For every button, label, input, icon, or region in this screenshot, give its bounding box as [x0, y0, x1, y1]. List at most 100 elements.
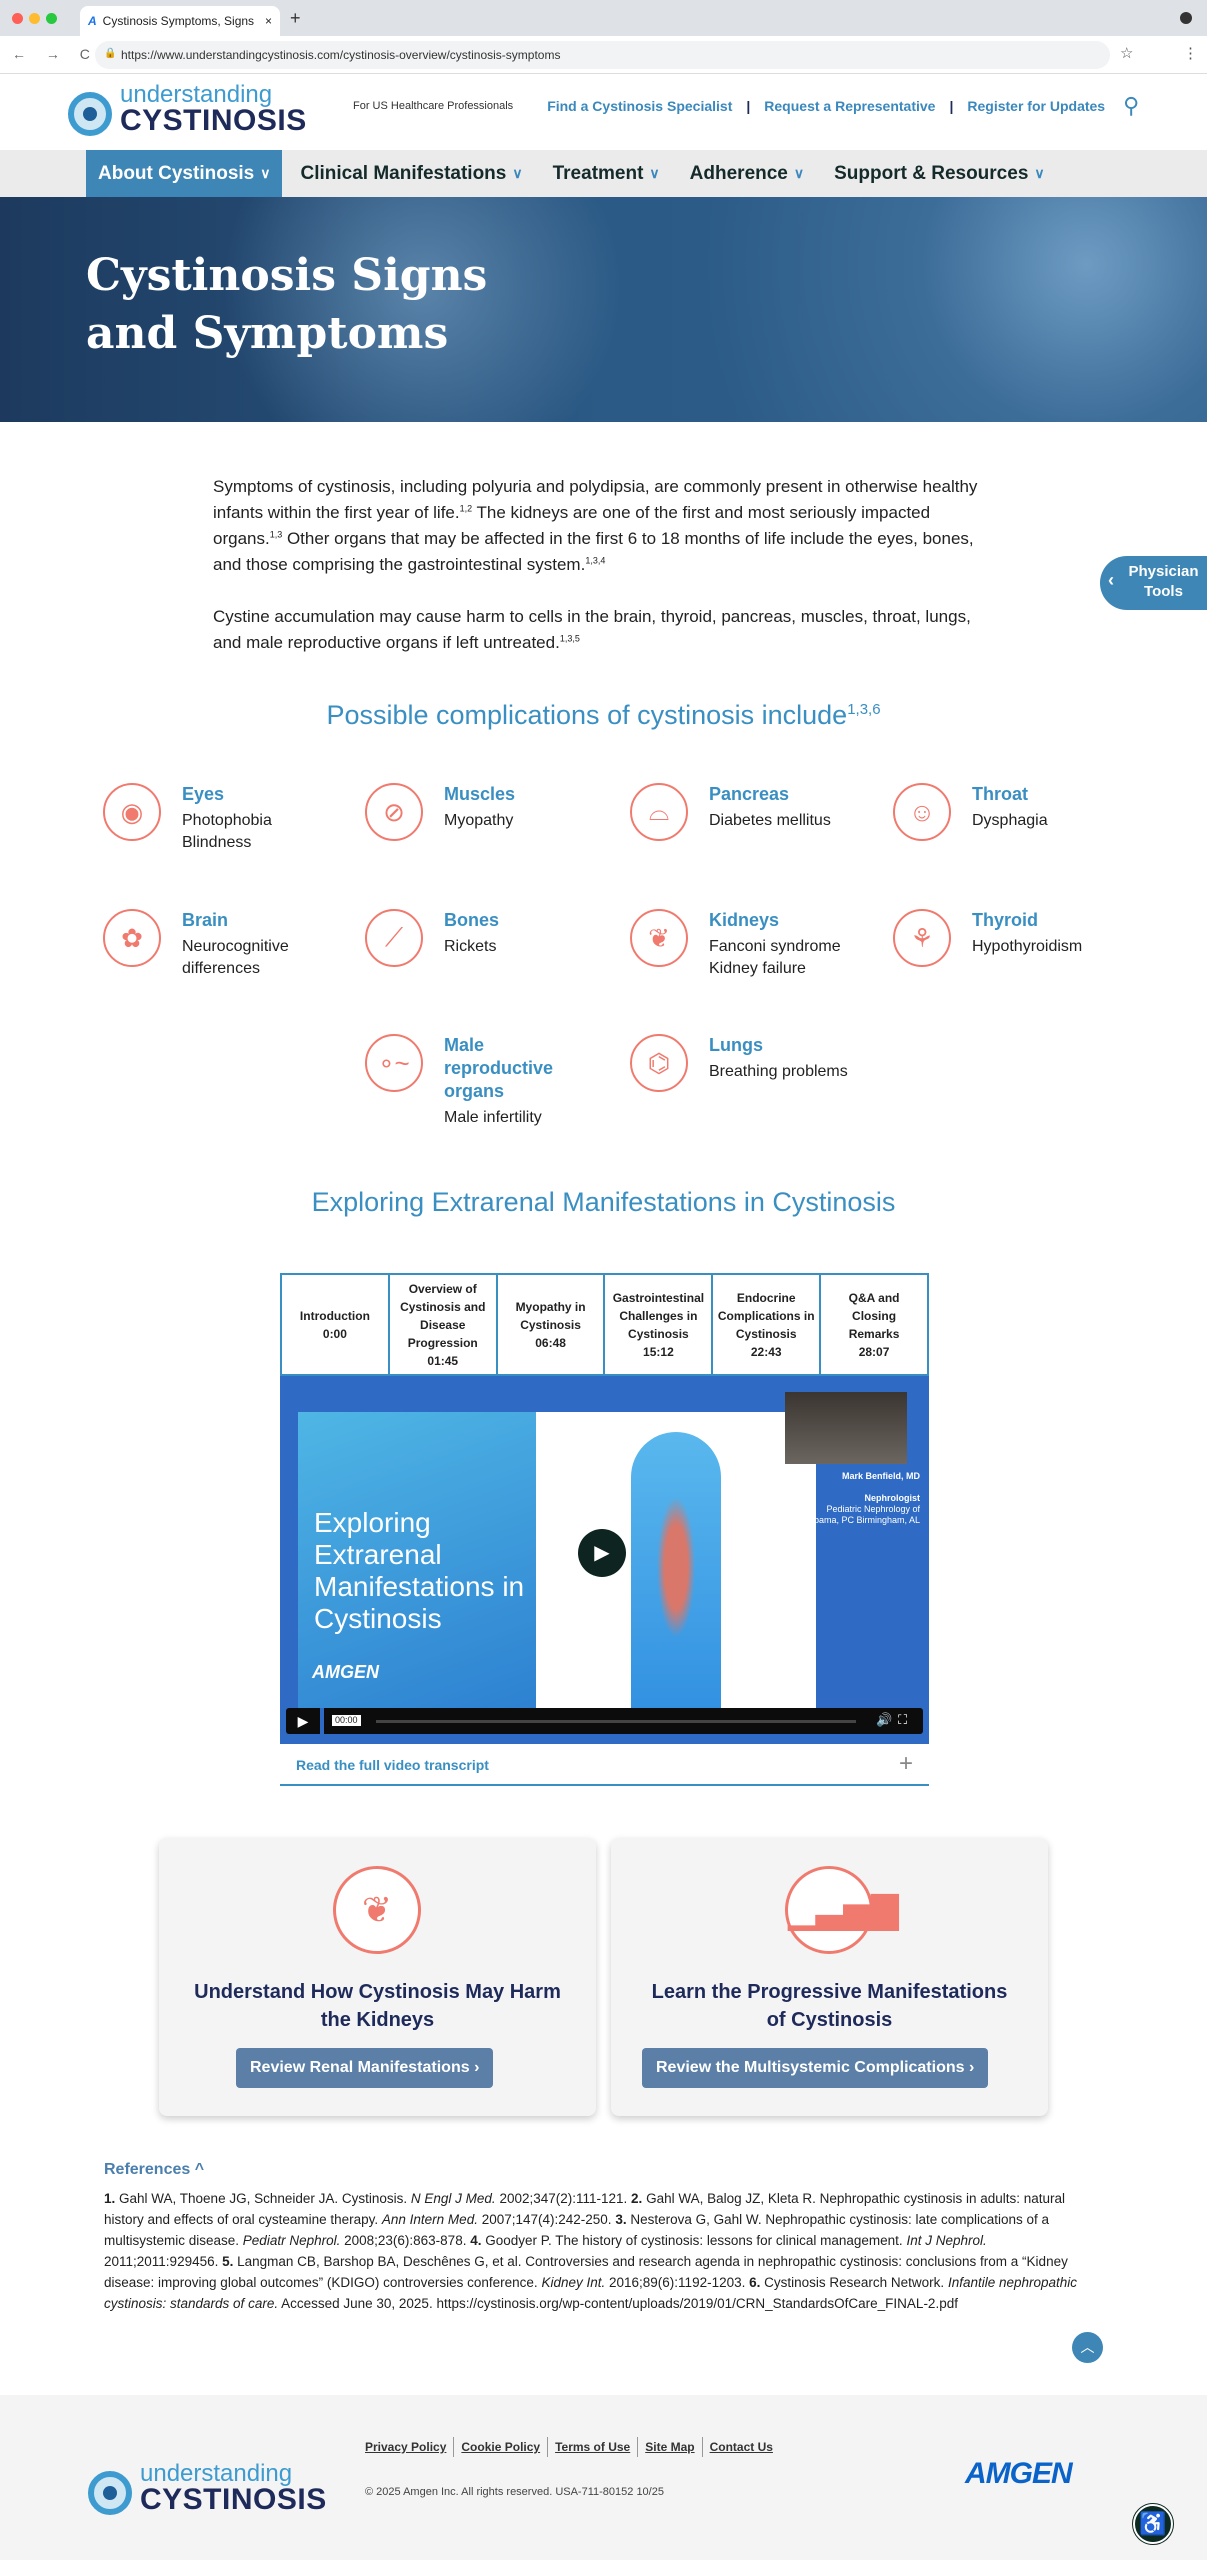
nav-clinical-manifestations[interactable]: Clinical Manifestations ∨: [288, 150, 534, 197]
footer-link[interactable]: Terms of Use: [555, 2440, 631, 2454]
complication-desc: Male infertility: [444, 1109, 542, 1126]
current-time: 00:00: [332, 1715, 361, 1726]
browser-menu-icon[interactable]: ⋮: [1183, 45, 1198, 62]
complication-item: ⊘ Muscles Myopathy: [365, 783, 625, 843]
url-field[interactable]: https://www.understandingcystinosis.com/…: [95, 41, 1110, 69]
complication-title: Throat: [972, 784, 1028, 804]
video-progress-bar[interactable]: [376, 1720, 856, 1723]
chevron-down-icon: ∨: [512, 165, 523, 181]
complication-item: ∘~ Male reproductive organs Male inferti…: [365, 1034, 625, 1129]
complication-desc: Hypothyroidism: [972, 938, 1083, 955]
video-heading: Exploring Extrarenal Manifestations in C…: [311, 1187, 896, 1217]
nav-label: Clinical Manifestations: [300, 162, 507, 184]
kidney-icon: ❦: [333, 1866, 421, 1954]
link-separator: |: [746, 98, 751, 114]
nav-about-cystinosis[interactable]: About Cystinosis∨: [86, 150, 283, 197]
complication-desc: Dysphagia: [972, 812, 1048, 829]
nav-treatment[interactable]: Treatment∨: [541, 150, 672, 197]
references-toggle[interactable]: References ^: [104, 2161, 205, 2178]
window-close-button[interactable]: [12, 13, 23, 24]
review-multisystemic-button[interactable]: Review the Multisystemic Complications ›: [642, 2048, 989, 2088]
back-to-top-button[interactable]: ︿: [1072, 2332, 1103, 2363]
complication-item: ☺ Throat Dysphagia: [893, 783, 1153, 843]
footer-link[interactable]: Contact Us: [709, 2440, 773, 2454]
muscle-icon: ⊘: [365, 783, 423, 841]
sperm-icon: ∘~: [365, 1034, 423, 1092]
bookmark-star-icon[interactable]: ☆: [1120, 45, 1134, 62]
play-icon[interactable]: ▶: [286, 1708, 324, 1734]
play-button[interactable]: ▶: [578, 1529, 626, 1577]
anatomy-illustration: [536, 1412, 816, 1724]
chapter-link[interactable]: Gastrointestinal Challenges in Cystinosi…: [605, 1275, 714, 1374]
complication-desc: Rickets: [444, 938, 497, 955]
hcp-label: For US Healthcare Professionals: [353, 100, 514, 112]
logo-text-bottom: CYSTINOSIS: [140, 2483, 327, 2516]
physician-tools-label: Tools: [1144, 583, 1183, 600]
chapter-link[interactable]: Overview of Cystinosis and Disease Progr…: [390, 1275, 498, 1374]
logo-text-bottom: CYSTINOSIS: [120, 104, 307, 137]
physician-tools-label: Physician: [1128, 563, 1199, 580]
complication-title: Lungs: [709, 1035, 763, 1055]
tab-title: Cystinosis Symptoms, Signs: [102, 14, 255, 28]
footer-divider: [547, 2437, 549, 2457]
transcript-label: Read the full video transcript: [296, 1757, 489, 1773]
new-tab-button[interactable]: +: [290, 8, 301, 28]
browser-tab[interactable]: A Cystinosis Symptoms, Signs ×: [80, 6, 280, 36]
speaker-info: Mark Benfield, MD Nephrologist Pediatric…: [800, 1471, 920, 1526]
complication-item: ⚘ Thyroid Hypothyroidism: [893, 909, 1153, 969]
thyroid-icon: ⚘: [893, 909, 951, 967]
nav-label: Treatment: [552, 162, 644, 184]
nav-support-resources[interactable]: Support & Resources∨: [822, 150, 1057, 197]
accessibility-icon[interactable]: ♿: [1132, 2503, 1174, 2545]
logo-mark-icon: [68, 92, 112, 136]
video-player[interactable]: Exploring Extrarenal Manifestations in C…: [280, 1376, 929, 1744]
slide-title: Exploring Extrarenal Manifestations in C…: [314, 1507, 525, 1634]
lock-icon: 🔒: [104, 48, 117, 59]
profile-icon[interactable]: [1180, 12, 1192, 24]
complication-title: Bones: [444, 910, 500, 930]
request-representative-link[interactable]: Request a Representative: [764, 98, 936, 114]
tab-close-icon[interactable]: ×: [264, 14, 272, 28]
reference-item: 1. Gahl WA, Thoene JG, Schneider JA. Cys…: [104, 2191, 632, 2206]
complication-title: Thyroid: [972, 910, 1038, 930]
bone-icon: ⟋: [365, 909, 423, 967]
logo-mark-icon: [88, 2471, 132, 2515]
find-specialist-link[interactable]: Find a Cystinosis Specialist: [547, 98, 733, 114]
footer-divider: [453, 2437, 455, 2457]
card-title: Learn the Progressive Manifestations of …: [651, 1981, 1008, 2031]
register-updates-link[interactable]: Register for Updates: [967, 98, 1106, 114]
search-icon[interactable]: ⚲: [1123, 93, 1140, 118]
complication-item: ⌓ Pancreas Diabetes mellitus: [630, 783, 890, 843]
amgen-logo[interactable]: AMGEN: [965, 2457, 1073, 2490]
back-forward-reload-buttons[interactable]: ← → C: [12, 46, 98, 62]
volume-icon[interactable]: 🔊: [876, 1712, 893, 1727]
review-renal-button[interactable]: Review Renal Manifestations ›: [236, 2048, 494, 2088]
link-separator: |: [949, 98, 954, 114]
window-minimize-button[interactable]: [29, 13, 40, 24]
complication-title: Pancreas: [709, 784, 790, 804]
footer-link[interactable]: Site Map: [645, 2440, 695, 2454]
references-list: 1. Gahl WA, Thoene JG, Schneider JA. Cys…: [104, 2188, 1094, 2314]
nav-adherence[interactable]: Adherence∨: [678, 150, 816, 197]
fullscreen-icon[interactable]: ⛶: [898, 1712, 908, 1727]
footer-link[interactable]: Cookie Policy: [461, 2440, 541, 2454]
lungs-icon: ⌬: [630, 1034, 688, 1092]
throat-icon: ☺: [893, 783, 951, 841]
site-logo[interactable]: understanding CYSTINOSIS: [68, 81, 307, 137]
complication-title: Kidneys: [709, 910, 780, 930]
window-maximize-button[interactable]: [46, 13, 57, 24]
footer-link[interactable]: Privacy Policy: [365, 2440, 447, 2454]
chevron-left-icon: ‹: [1108, 570, 1114, 590]
footer-logo[interactable]: understanding CYSTINOSIS: [88, 2462, 327, 2516]
transcript-toggle[interactable]: Read the full video transcript +: [280, 1744, 929, 1786]
logo-text-top: understanding: [120, 81, 273, 108]
